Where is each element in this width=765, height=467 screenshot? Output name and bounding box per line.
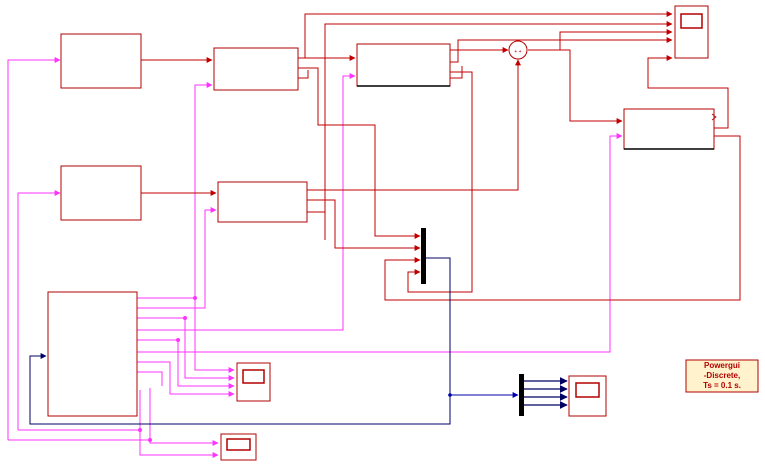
signal-to-scope-mid-2[interactable]: [137, 317, 235, 381]
sum-block[interactable]: [508, 40, 528, 60]
signal-to-lower-block-a[interactable]: [137, 207, 217, 309]
signal-to-source-block-2[interactable]: [17, 190, 61, 430]
signal-sum-to-block[interactable]: [528, 49, 623, 124]
lower-processing-block[interactable]: [217, 181, 308, 223]
lower-mux-outputs: [524, 377, 568, 409]
signal-mid-block-out3[interactable]: [450, 66, 463, 79]
right-processing-block[interactable]: [623, 108, 715, 150]
middle-processing-block[interactable]: [356, 43, 451, 87]
signal-to-scope-mid-4[interactable]: [137, 339, 235, 389]
source-block-2[interactable]: [60, 165, 142, 221]
branch-point: [183, 316, 187, 320]
scope-lower-right[interactable]: [568, 375, 607, 417]
navy-signals: [29, 257, 519, 425]
sum-block-signs: + +: [514, 49, 521, 55]
signal-mux-to-controller[interactable]: [29, 257, 451, 425]
signal-upper-block-out2[interactable]: [298, 67, 421, 239]
port-markers: [711, 113, 717, 121]
powergui-block[interactable]: [685, 359, 759, 393]
signal-upper-block-out3[interactable]: [298, 70, 309, 79]
signal-to-bottom-scope-2[interactable]: [149, 388, 219, 446]
branch-point: [193, 296, 197, 300]
source-block-1[interactable]: [60, 33, 142, 89]
mux-block-lower[interactable]: [519, 374, 524, 416]
signal-to-source-block-1[interactable]: [7, 57, 61, 440]
signal-upper-to-scope[interactable]: [298, 11, 673, 59]
signal-to-scope-top-2[interactable]: [324, 21, 673, 240]
red-signals: [141, 11, 741, 301]
branch-point: [138, 428, 142, 432]
scope-middle[interactable]: [236, 362, 271, 402]
signal-to-scope-mid-3[interactable]: [137, 73, 356, 331]
magenta-signals: [7, 57, 623, 458]
branch-point: [148, 438, 152, 442]
signal-mid-block-to-scope[interactable]: [450, 37, 673, 63]
signal-to-scope-mid-1[interactable]: [194, 298, 235, 373]
signal-to-upper-block-a[interactable]: [137, 82, 213, 299]
signal-to-scope-mid-6[interactable]: [137, 361, 235, 397]
scope-bottom[interactable]: [220, 433, 257, 461]
signal-mid-block-out2[interactable]: [407, 71, 473, 293]
upper-processing-block[interactable]: [213, 47, 299, 91]
signal-right-block-to-scope[interactable]: [647, 55, 729, 129]
blocks: + +: [47, 5, 759, 461]
signal-sum-to-scope[interactable]: [528, 29, 673, 51]
branch-point: [448, 393, 452, 397]
mux-block-upper[interactable]: [421, 228, 426, 284]
signal-lower-block-out2[interactable]: [307, 199, 421, 251]
signal-lower-block-out[interactable]: [307, 59, 521, 191]
signal-right-block-feedback[interactable]: [384, 135, 741, 301]
signal-to-bottom-scope[interactable]: [139, 390, 219, 458]
signal-to-scope-mid-5[interactable]: [137, 133, 623, 353]
controller-block[interactable]: [47, 291, 138, 417]
branch-point: [176, 338, 180, 342]
signal-to-scope-mid-7[interactable]: [137, 371, 163, 386]
scope-top-right[interactable]: [674, 5, 709, 59]
